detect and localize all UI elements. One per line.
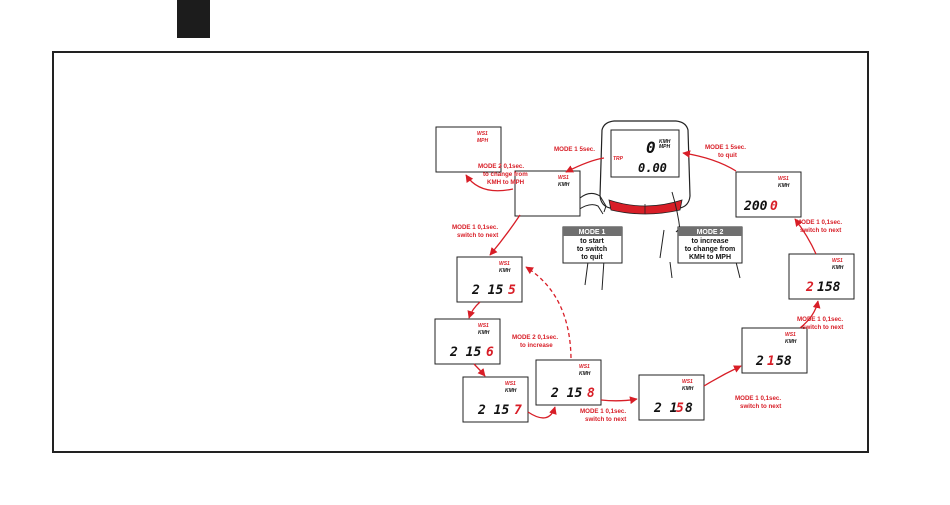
mode2-button-label: MODE 2 to increase to change from KMH to… — [677, 226, 743, 264]
screen-tens-digit: WS1 KMH 2 1 5 8 — [638, 374, 705, 421]
screen-kmh-select: WS1 KMH — [514, 170, 581, 217]
blink-digit: 7 — [514, 403, 522, 418]
screen-digit-8: WS1 KMH 2 15 8 — [535, 359, 602, 406]
screen-unit: MPH — [477, 138, 489, 144]
main-unit-top: KMH — [659, 139, 671, 145]
label-switch-next-bottom: switch to next — [585, 416, 626, 423]
screen-tag: WS1 — [785, 332, 796, 338]
blink-digit: 1 — [767, 354, 775, 369]
screen-unit: KMH — [478, 330, 490, 336]
screen-hundreds-digit: WS1 KMH 2 1 58 — [741, 327, 808, 374]
mode2-line1: to increase — [692, 238, 729, 245]
screen-digit-7: WS1 KMH 2 15 7 — [462, 376, 529, 423]
blink-digit: 2 — [805, 280, 814, 295]
corner-tab — [177, 0, 210, 38]
diagram-frame — [52, 51, 869, 453]
screen-tag: WS1 — [682, 379, 693, 385]
main-top-value: 0 — [646, 138, 656, 157]
screen-unit: KMH — [499, 268, 511, 274]
screen-unit: KMH — [785, 339, 797, 345]
main-unit-bottom: MPH — [659, 144, 671, 150]
screen-digits: 2 15 — [471, 283, 503, 298]
mode2-title: MODE 2 — [697, 229, 724, 236]
label-change-from: to change from — [483, 171, 528, 178]
screen-digit-5: WS1 KMH 2 15 5 — [456, 256, 523, 303]
screen-digits: 2 — [755, 354, 764, 369]
screen-tag: WS1 — [505, 381, 516, 387]
screen-digits: 2 15 — [550, 386, 582, 401]
screen-digits: 2 15 — [477, 403, 509, 418]
main-mode-label: TRP — [613, 156, 624, 162]
screen-unit: KMH — [682, 386, 694, 392]
mode1-button-label: MODE 1 to start to switch to quit — [562, 226, 623, 264]
label-mode1-5sec-right: MODE 1 5sec. — [705, 144, 746, 151]
label-mode1-next-right1: MODE 1 0,1sec. — [797, 316, 843, 323]
label-switch-next-bottom2: switch to next — [740, 403, 781, 410]
label-mode1-5sec-left: MODE 1 5sec. — [554, 146, 595, 153]
screen-tag: WS1 — [832, 258, 843, 264]
screen-unit: KMH — [505, 388, 517, 394]
screen-digits: 2 15 — [449, 345, 481, 360]
mode1-line3: to quit — [581, 254, 603, 261]
label-switch-next-right1: switch to next — [802, 324, 843, 331]
screen-tag: WS1 — [558, 175, 569, 181]
screen-tag: WS1 — [478, 323, 489, 329]
mode2-line2: to change from — [685, 246, 736, 253]
screen-digit-6: WS1 KMH 2 15 6 — [434, 318, 501, 365]
screen-digits: 200 — [743, 199, 768, 214]
blink-digit: 8 — [587, 386, 595, 401]
screen-mph: WS1 MPH — [435, 126, 502, 173]
bike-computer-unit: TRP 0 KMH MPH 0.00 — [599, 120, 691, 215]
mode2-line3: KMH to MPH — [689, 254, 731, 261]
label-mode1-next-right2: MODE 1 0,1sec. — [796, 219, 842, 226]
blink-digit: 5 — [676, 401, 684, 416]
mode1-title: MODE 1 — [579, 229, 606, 236]
mode1-line1: to start — [580, 238, 604, 245]
screen-unit: KMH — [579, 371, 591, 377]
label-mode1-next-bottom: MODE 1 0,1sec. — [580, 408, 626, 415]
screen-tag: WS1 — [499, 261, 510, 267]
label-switch-next-right2: switch to next — [800, 227, 841, 234]
label-mode1-next-bottom2: MODE 1 0,1sec. — [735, 395, 781, 402]
main-value: 0.00 — [638, 161, 667, 175]
label-mode2-change: MODE 2 0,1sec. — [478, 163, 524, 170]
screen-tag: WS1 — [579, 364, 590, 370]
screen-confirm: WS1 KMH 200 0 — [735, 171, 802, 218]
mode1-line2: to switch — [577, 246, 607, 253]
screen-digits-tail: 158 — [817, 280, 841, 295]
label-switch-next-left: switch to next — [457, 232, 498, 239]
screen-tag: WS1 — [778, 176, 789, 182]
blink-digit: 6 — [486, 345, 494, 360]
blink-digit: 0 — [770, 199, 778, 214]
label-to-quit: to quit — [718, 152, 737, 159]
label-mode1-next-left: MODE 1 0,1sec. — [452, 224, 498, 231]
flow-arrows — [465, 150, 821, 419]
screen-unit: KMH — [778, 183, 790, 189]
screen-unit: KMH — [558, 182, 570, 188]
label-to-increase: to increase — [520, 342, 553, 349]
screen-unit: KMH — [832, 265, 844, 271]
blink-digit: 5 — [508, 283, 516, 298]
label-kmh-to-mph: KMH to MPH — [487, 179, 525, 186]
screen-digits-tail: 8 — [685, 401, 693, 416]
screen-tag: WS1 — [477, 131, 488, 137]
screen-digits: 2 1 — [653, 401, 677, 416]
label-mode2-increase: MODE 2 0,1sec. — [512, 334, 558, 341]
screen-digits-tail: 58 — [776, 354, 792, 369]
screen-thousands-digit: WS1 KMH 2 158 — [788, 253, 855, 300]
flow-labels: MODE 1 5sec. MODE 1 5sec. to quit MODE 2… — [452, 144, 843, 423]
